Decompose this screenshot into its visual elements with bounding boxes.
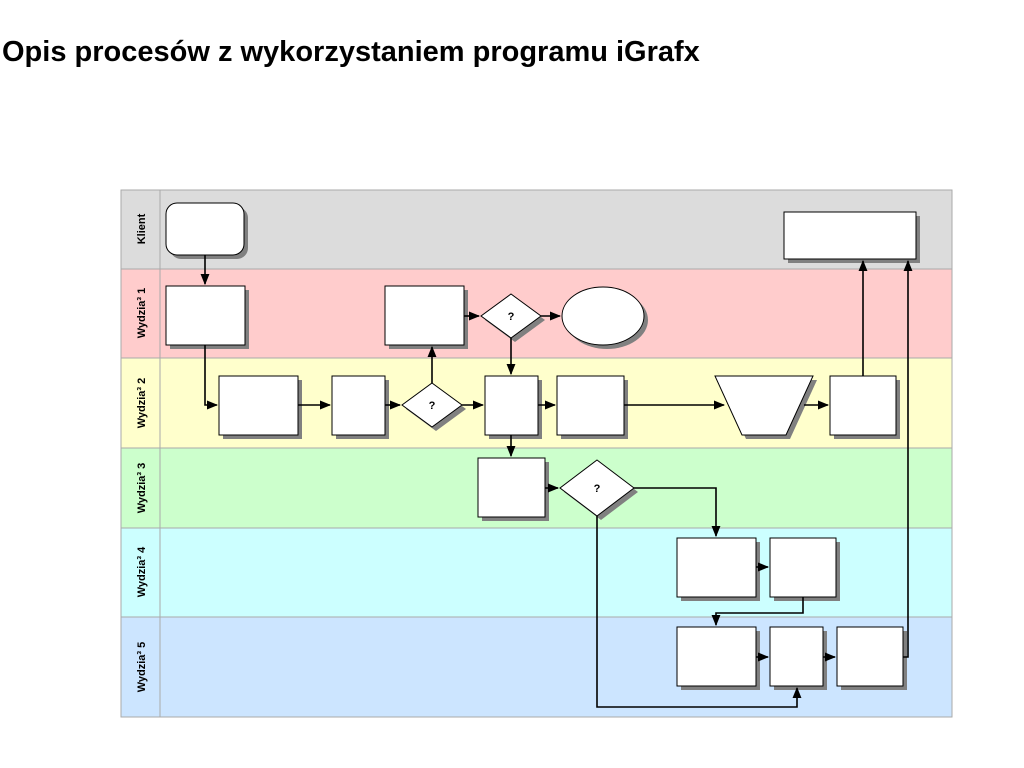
decision-label-2: ? <box>429 400 436 412</box>
connectors <box>200 255 913 708</box>
process-box-wydzial2-c <box>484 375 539 436</box>
lane-label-klient: Klient <box>136 213 148 244</box>
connector-w4b-to-w5a <box>711 597 804 627</box>
lane-label-wydzial-1: Wydzia³ 1 <box>136 288 148 339</box>
process-box-wydzial1-a <box>165 285 246 346</box>
decision-label-1: ? <box>508 311 515 323</box>
lane-wydzial-5 <box>120 616 953 718</box>
process-box-wydzial2-b <box>331 375 386 436</box>
decision-diamond-2 <box>401 382 463 428</box>
process-box-wydzial2-d <box>556 375 625 436</box>
decision-label-3: ? <box>594 483 601 495</box>
process-box-wydzial5-a <box>676 626 757 687</box>
page-title: Opis procesów z wykorzystaniem programu … <box>2 36 700 68</box>
process-box-wydzial3-a <box>477 457 546 518</box>
lane-labels: Klient Wydzia³ 1 Wydzia³ 2 Wydzia³ 3 Wyd… <box>136 213 148 692</box>
connector-dec3-to-w4a <box>634 487 721 538</box>
process-box-wydzial5-c <box>836 626 904 687</box>
process-box-wydzial1-b <box>384 285 465 346</box>
client-end-box <box>783 211 917 260</box>
connector-w5c-to-client <box>903 259 913 658</box>
lane-label-wydzial-3: Wydzia³ 3 <box>136 463 148 514</box>
process-box-wydzial2-a <box>218 375 299 436</box>
process-box-wydzial2-e <box>829 375 897 436</box>
connector-w1a-to-w2a <box>204 345 219 410</box>
lane-label-wydzial-2: Wydzia³ 2 <box>136 378 148 429</box>
process-box-wydzial5-b <box>769 626 824 687</box>
process-box-wydzial4-b <box>769 537 837 598</box>
lanes <box>120 189 953 718</box>
oval-connector <box>561 286 645 346</box>
start-terminator <box>165 202 245 256</box>
lane-label-wydzial-4: Wydzia³ 4 <box>136 546 148 597</box>
connector-dec3-to-w5b <box>596 516 802 708</box>
process-box-wydzial4-a <box>676 537 757 598</box>
lane-label-wydzial-5: Wydzia³ 5 <box>136 642 148 693</box>
manual-operation-trapezoid <box>714 375 814 436</box>
